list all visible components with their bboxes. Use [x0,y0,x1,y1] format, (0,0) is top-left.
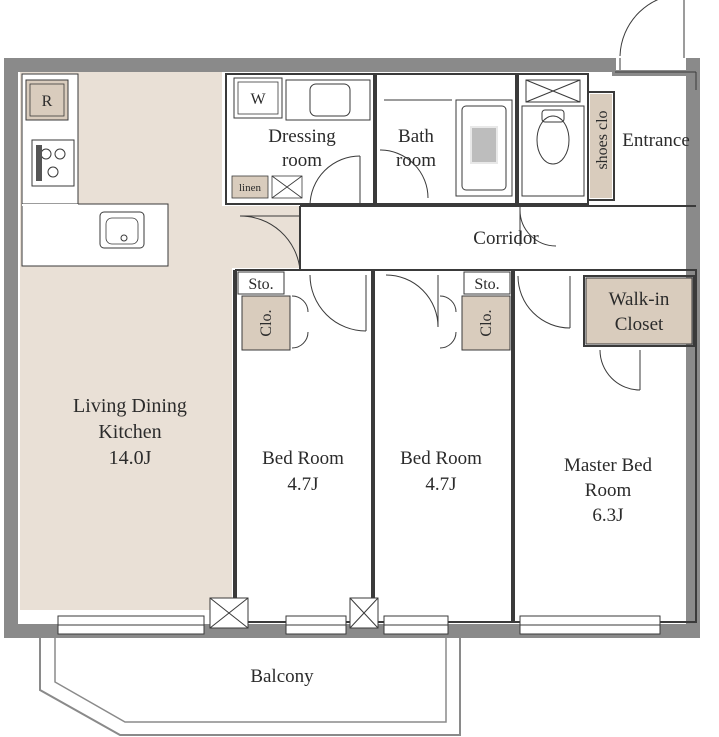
bath-line2: room [396,150,436,171]
bed1-size: 4.7J [287,474,318,495]
master-line1: Master Bed [564,455,653,476]
fixture-lines [285,79,585,197]
fridge-label: R [42,93,53,110]
dressing-line1: Dressing [268,126,336,147]
fridge: R [25,79,69,121]
storage-bed1: Sto. [237,271,285,295]
doors [239,0,685,391]
linen-label: linen [239,182,261,194]
linen-cabinet: linen [231,175,303,199]
ldk-name-line1: Living Dining [73,395,187,417]
storage-bed2: Sto. [463,271,511,295]
ldk-name-line2: Kitchen [98,421,161,443]
walkin-line2: Closet [615,314,664,335]
closet-label: Clo. [258,309,275,336]
washer-label: W [250,91,266,108]
ldk-floor [20,72,300,610]
entrance-frame [615,71,697,90]
entrance-label: Entrance [622,130,690,151]
ldk-size: 14.0J [109,447,152,469]
duct-boxes [209,597,379,629]
storage-label: Sto. [248,276,273,293]
windows [57,615,661,635]
bed2-size: 4.7J [425,474,456,495]
balcony-label: Balcony [250,666,314,687]
master-size: 6.3J [592,505,623,526]
closet-bed2: Clo. [461,295,511,351]
walkin-line1: Walk-in [609,289,670,310]
bed2-name: Bed Room [400,448,482,469]
shoes-closet-label: shoes clo [594,110,611,169]
closet-bed1: Clo. [241,295,291,351]
balcony [39,636,461,736]
closet-label: Clo. [478,309,495,336]
bath-tub-icon [470,126,498,164]
shoes-closet [590,94,612,198]
bed1-name: Bed Room [262,448,344,469]
master-line2: Room [585,480,632,501]
walk-in-closet [585,277,693,345]
bath-line1: Bath [398,126,434,147]
washer: W [233,77,283,119]
corridor-label: Corridor [473,228,539,249]
storage-label: Sto. [474,276,499,293]
stove-icon [31,139,75,187]
dressing-line2: room [282,150,322,171]
sink-icon [99,211,145,249]
